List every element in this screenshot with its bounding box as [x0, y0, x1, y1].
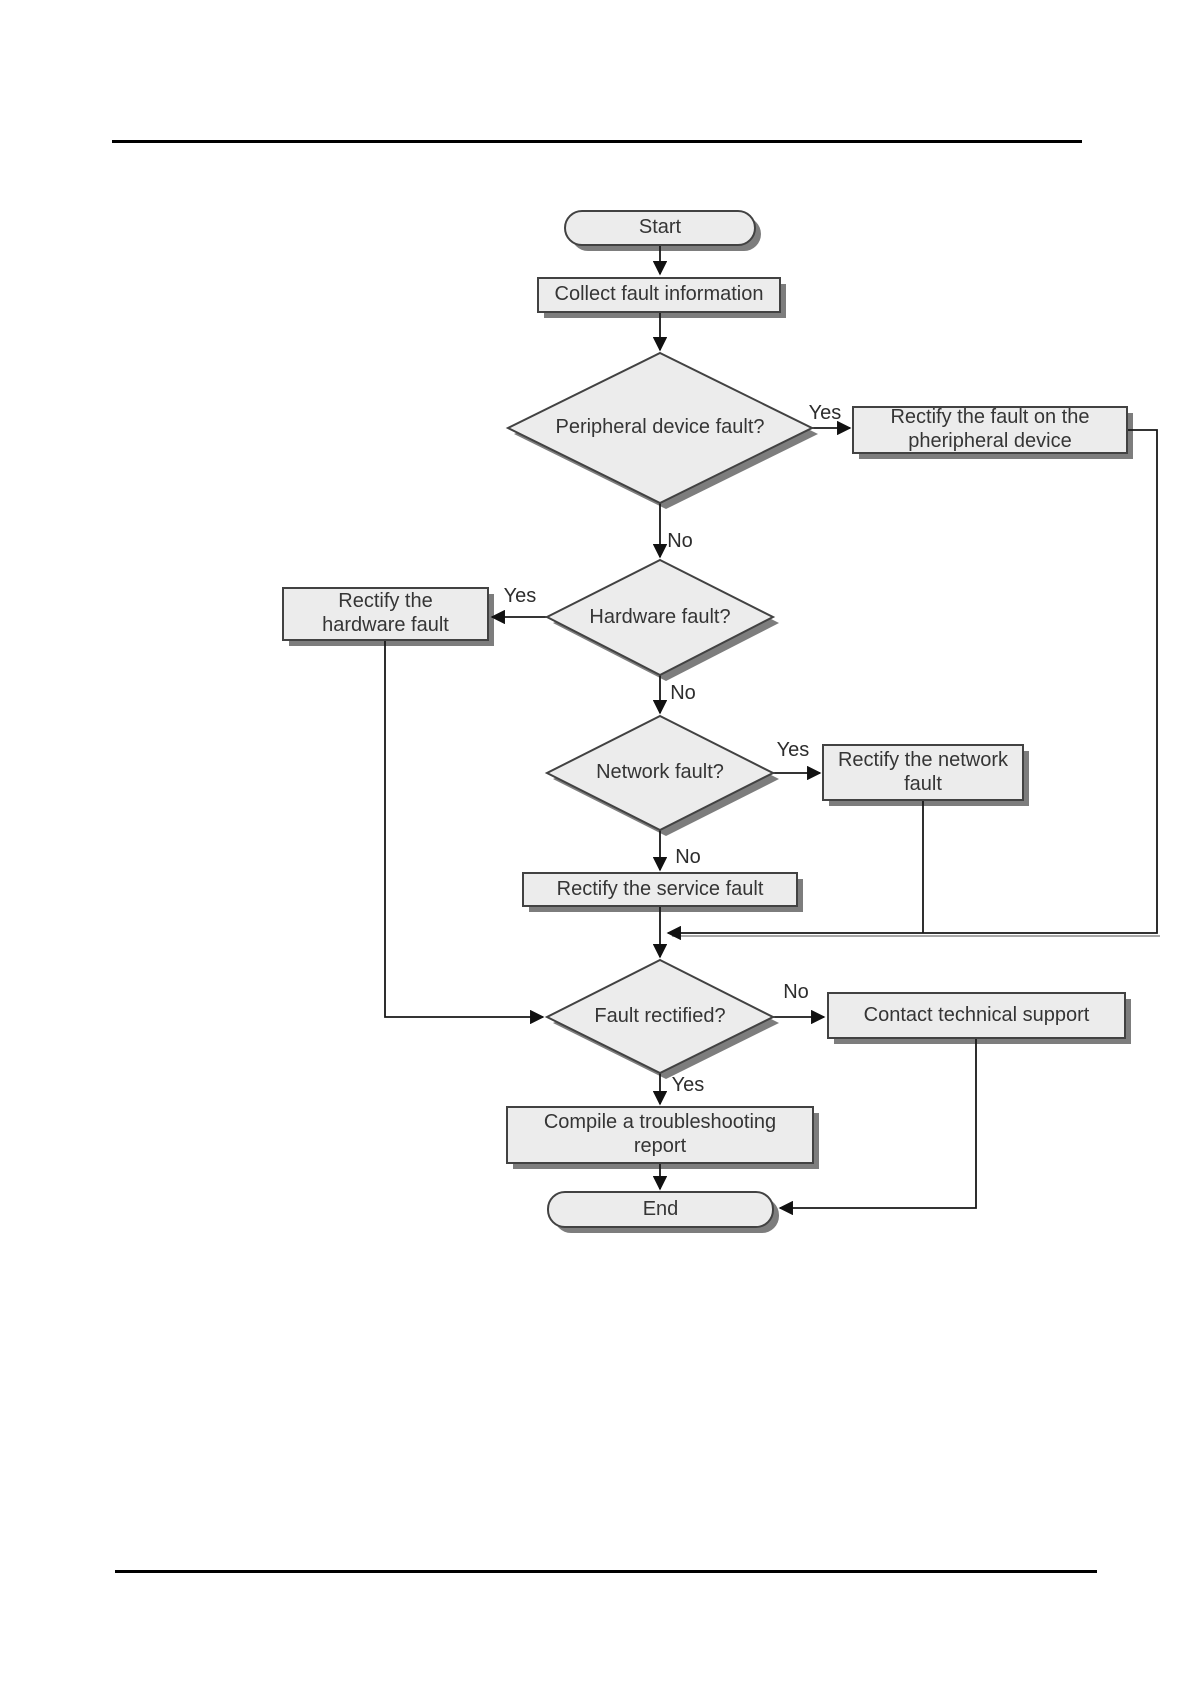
node-shadows — [289, 217, 1133, 1233]
page-top-rule — [112, 140, 1082, 143]
node-shapes — [282, 210, 1128, 1228]
service-node-shape — [522, 872, 798, 907]
fault-rectified-decision-shape — [544, 958, 776, 1075]
edge-peripheral-return — [666, 429, 1158, 941]
peripheral-decision-shape — [505, 351, 815, 505]
hardware-decision-shape — [544, 558, 776, 677]
contact-node-shape — [827, 992, 1126, 1039]
rectify-peripheral-node-shape — [852, 406, 1128, 454]
edge-contact-to-end — [778, 1038, 977, 1216]
rectify-network-node-shape — [822, 744, 1024, 801]
connectors — [384, 245, 1160, 1216]
collect-node-shape — [537, 277, 781, 313]
start-node-shape — [564, 210, 756, 246]
page-bottom-rule — [115, 1570, 1097, 1573]
rectify-hardware-node-shape — [282, 587, 489, 641]
end-node-shape — [547, 1191, 774, 1228]
compile-node-shape — [506, 1106, 814, 1164]
network-decision-shape — [544, 714, 776, 832]
edge-hardware-return — [384, 640, 545, 1025]
